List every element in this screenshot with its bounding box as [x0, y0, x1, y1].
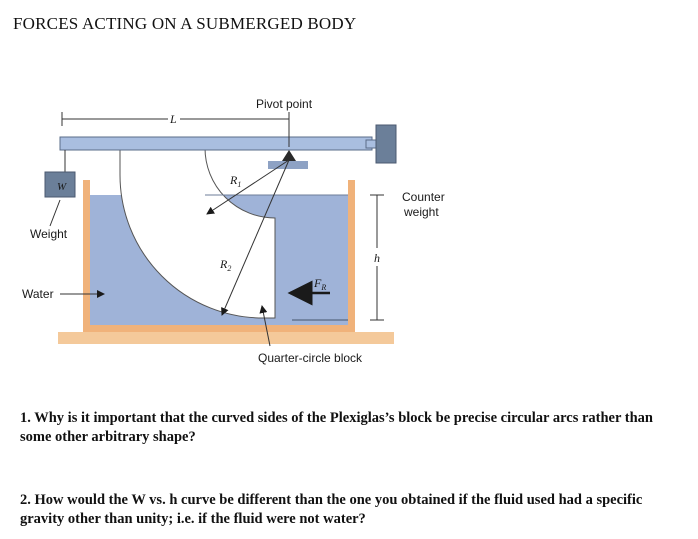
page-title: FORCES ACTING ON A SUBMERGED BODY — [13, 14, 357, 33]
r1-line — [206, 159, 290, 215]
pivot-support — [282, 150, 296, 161]
r1-label: R1 — [229, 173, 241, 189]
quarter-circle-block-label: Quarter-circle block — [258, 351, 363, 365]
h-label: h — [374, 251, 380, 265]
question-2: 2. How would the W vs. h curve be differ… — [20, 492, 643, 527]
weight-box-label: W — [57, 181, 67, 193]
weight-pointer — [49, 199, 61, 227]
quarter-circle-block — [119, 147, 276, 319]
counter-weight-label-line2: weight — [403, 205, 439, 219]
counter-weight-label-line1: Counter — [402, 190, 445, 204]
base-platform — [58, 332, 394, 344]
beam — [59, 136, 373, 151]
water-label: Water — [22, 287, 54, 301]
counterweight — [375, 124, 397, 164]
length-label: L — [169, 112, 177, 126]
weight-box — [44, 171, 76, 198]
beam-connector — [365, 139, 377, 149]
pivot-point-label: Pivot point — [256, 97, 313, 111]
fr-label: FR — [313, 276, 326, 292]
question-1: 1. Why is it important that the curved s… — [20, 410, 653, 445]
r2-line — [221, 159, 290, 316]
block-pointer — [259, 305, 271, 347]
weight-label: Weight — [30, 227, 68, 241]
submerged-body-diagram: W L Pivot point R1 R2 FR h Counter weigh… — [22, 97, 445, 365]
pivot-base — [268, 161, 308, 169]
r2-label: R2 — [219, 257, 231, 273]
